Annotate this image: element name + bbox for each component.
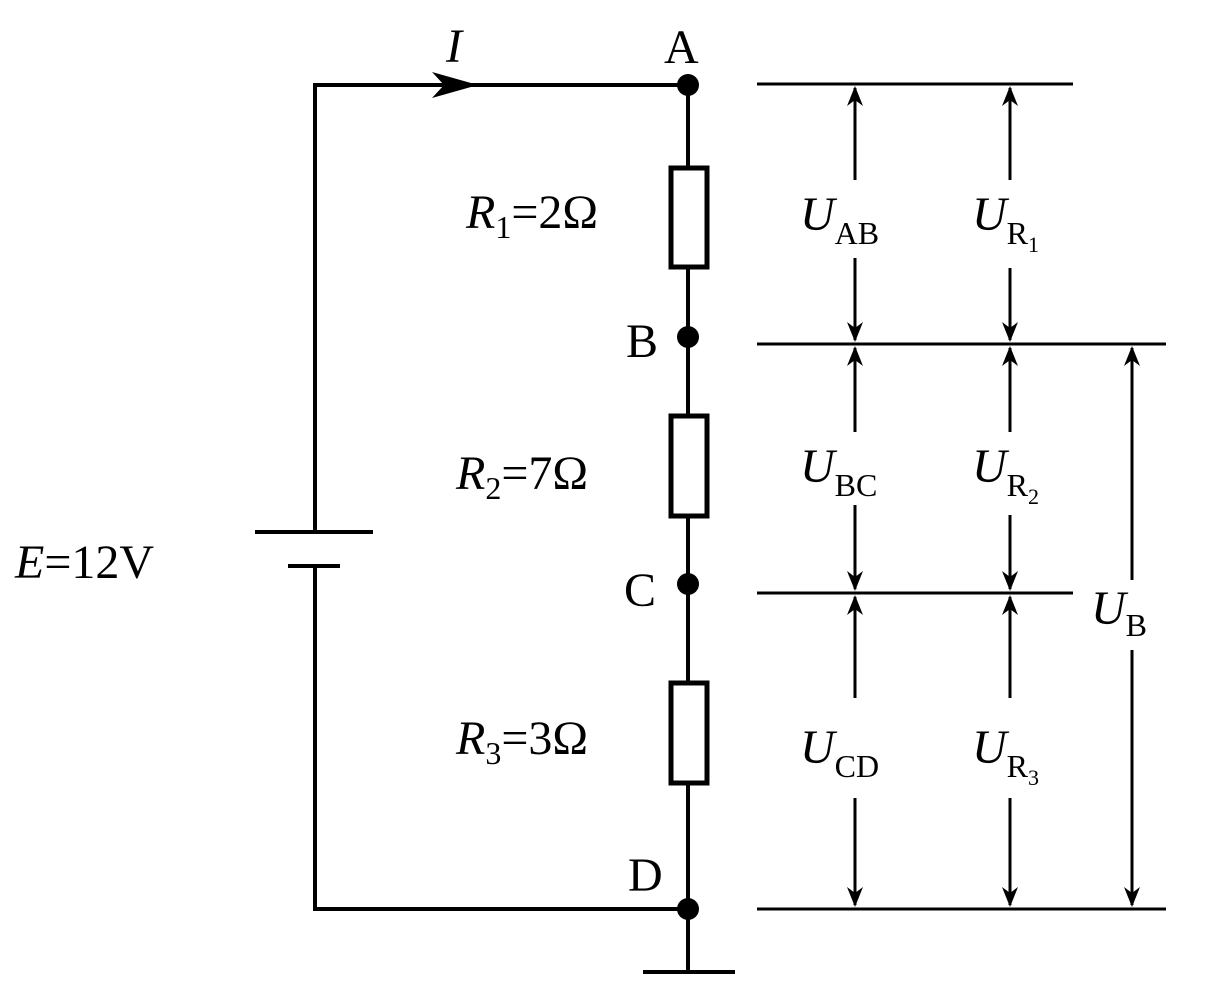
node-a-label: A (664, 21, 699, 74)
node-b-dot (677, 326, 699, 348)
source-label: E=12V (14, 536, 154, 589)
resistor-r1 (668, 165, 710, 270)
node-d-label: D (628, 849, 663, 902)
r1-label: R1=2Ω (465, 186, 598, 245)
ub-label: UB (1091, 582, 1147, 643)
ucd-label: UCD (800, 721, 879, 784)
current-arrow (432, 72, 478, 98)
node-c-dot (677, 573, 699, 595)
resistor-r3 (668, 680, 710, 786)
node-c-label: C (624, 564, 656, 617)
ur3-label: UR3 (972, 721, 1039, 790)
r2-label: R2=7Ω (455, 447, 588, 506)
r3-label: R3=3Ω (455, 712, 588, 771)
current-label: I (445, 20, 464, 73)
node-a-dot (677, 74, 699, 96)
uab-label: UAB (800, 188, 879, 251)
ubc-label: UBC (800, 440, 877, 503)
top-wire (313, 83, 690, 534)
node-b-label: B (626, 315, 658, 368)
node-d-dot (677, 898, 699, 920)
ur1-label: UR1 (972, 188, 1039, 257)
bottom-wire (313, 564, 690, 911)
ur2-label: UR2 (972, 440, 1039, 509)
resistor-r2 (668, 413, 710, 519)
